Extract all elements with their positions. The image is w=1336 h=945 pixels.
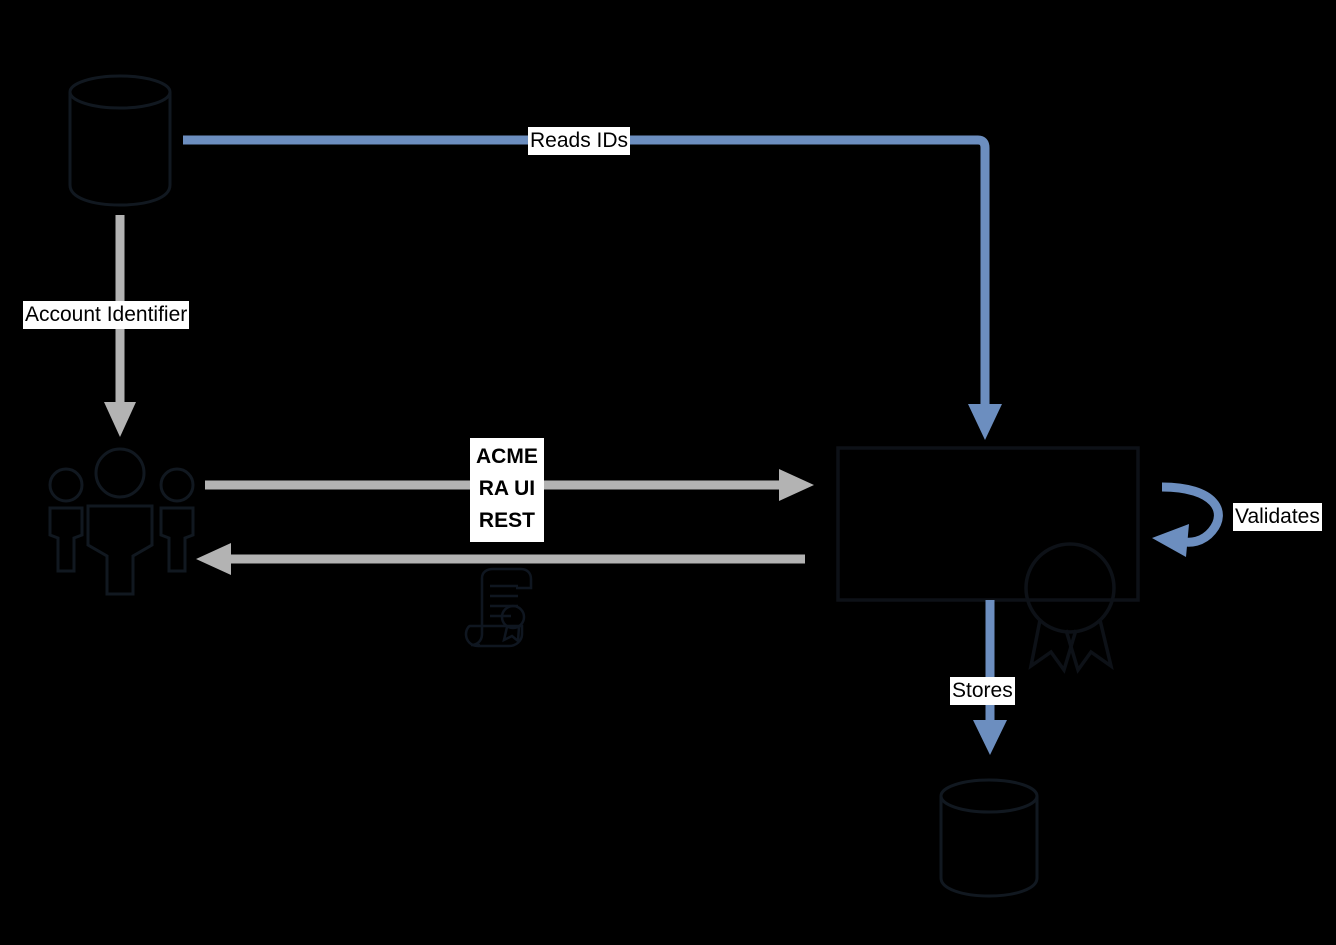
acme-label-line-2: RA UI [478, 477, 536, 500]
edge-label-validates: Validates [1233, 503, 1322, 531]
target-database-cylinder[interactable] [939, 778, 1039, 898]
acme-label-line-1: ACME [476, 445, 538, 468]
edge-label-reads-ids: Reads IDs [528, 127, 631, 155]
source-database-cylinder[interactable] [68, 74, 172, 207]
edge-label-acme-ra-ui-rest: ACME RA UI REST [470, 438, 544, 542]
edge-response-path[interactable] [196, 543, 805, 575]
acme-label-line-3: REST [478, 509, 535, 532]
acme-ra-service-box[interactable] [836, 446, 1140, 602]
certificate-scroll-icon[interactable] [464, 567, 533, 648]
edge-label-account-identifier: Account Identifier [23, 301, 190, 329]
edge-reads-ids-path[interactable] [183, 135, 1002, 440]
edge-validates-path[interactable] [1152, 482, 1223, 557]
edge-label-stores: Stores [950, 677, 1015, 705]
users-group-icon[interactable] [48, 447, 195, 596]
certificate-award-icon[interactable] [1024, 542, 1116, 674]
